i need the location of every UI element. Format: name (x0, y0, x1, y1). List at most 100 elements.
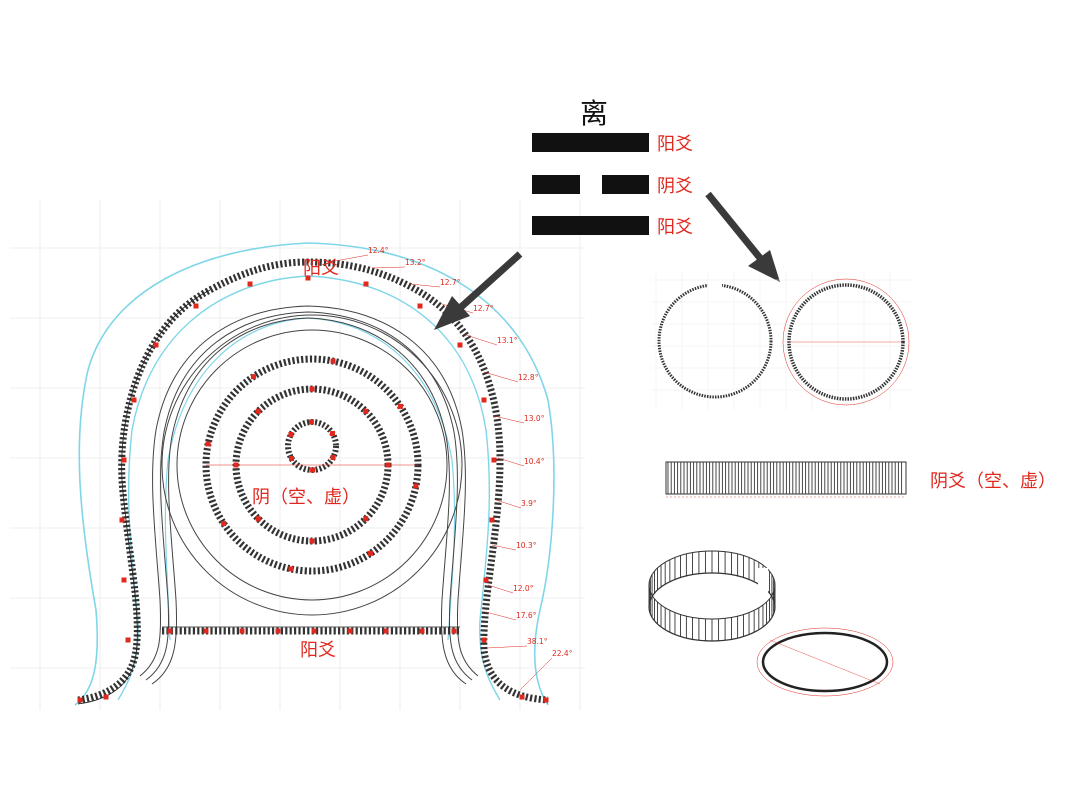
angle-label-8: 10.4° (524, 457, 545, 466)
pillar-marker (239, 628, 245, 634)
architectural-plan: 12.4°13.2°12.7°12.7°13.1°12.8°13.0°10.4°… (74, 242, 573, 706)
angle-leader (491, 544, 517, 551)
ring-plan-closed (782, 278, 910, 406)
angle-leader (465, 334, 498, 346)
pillar-marker (481, 397, 487, 403)
pillar-marker (233, 462, 239, 468)
pillar-marker (483, 577, 489, 583)
pillar-marker (457, 342, 463, 348)
pillar-marker (77, 697, 83, 703)
pillar-marker (363, 408, 369, 414)
angle-label-5: 13.1° (497, 336, 518, 345)
pillar-marker (309, 386, 315, 392)
pillar-marker (305, 275, 311, 281)
ring-1-inner (176, 329, 448, 601)
pillar-marker (543, 697, 549, 703)
angle-labels: 12.4°13.2°12.7°12.7°13.1°12.8°13.0°10.4°… (368, 246, 573, 658)
pillar-marker (255, 408, 261, 414)
inner-wall-band-3 (151, 317, 467, 685)
angle-label-11: 12.0° (513, 584, 534, 593)
pillar-marker (121, 457, 127, 463)
inner-wall-band-1 (139, 305, 479, 677)
angle-leader (486, 645, 528, 649)
angle-leader (493, 415, 525, 424)
angle-leader (495, 499, 522, 509)
pillar-marker (417, 303, 423, 309)
pillar-marker (193, 303, 199, 309)
angle-leader (409, 283, 441, 288)
pillar-marker (397, 403, 403, 409)
pillar-marker (121, 577, 127, 583)
pillar-marker (385, 462, 391, 468)
arrow-to-plan (434, 251, 523, 330)
pillar-marker (119, 517, 125, 523)
angle-leader (487, 584, 514, 594)
pillar-marker (347, 628, 353, 634)
pillar-marker (247, 281, 253, 287)
angle-leader (329, 254, 369, 263)
angle-label-10: 10.3° (516, 541, 537, 550)
ring-core-segmented (285, 419, 339, 473)
pillar-marker (519, 694, 525, 700)
outer-cyan-contour (74, 242, 555, 706)
inner-label: 阴（空、虚） (252, 487, 360, 508)
yang-line-top (532, 133, 649, 152)
angle-label-14: 22.4° (552, 649, 573, 658)
pillar-marker (329, 431, 335, 437)
inner-wall-band-2 (145, 311, 473, 681)
angle-label-3: 12.7° (440, 278, 461, 287)
pillar-marker (125, 637, 131, 643)
angle-label-4: 12.7° (473, 304, 494, 313)
pillar-marker (330, 455, 336, 461)
angle-label-1: 12.4° (368, 246, 389, 255)
pillar-marker (221, 521, 227, 527)
pillar-marker (167, 628, 173, 634)
pillar-marker (413, 483, 419, 489)
angle-label-6: 12.8° (518, 373, 539, 382)
ring-3d-view (648, 550, 776, 642)
pillar-marker (489, 517, 495, 523)
angle-leader (483, 371, 519, 383)
pillar-marker (311, 628, 317, 634)
angle-label-9: 3.9° (521, 499, 537, 508)
ring-1-outer (161, 314, 463, 616)
yin-line-right (602, 175, 649, 194)
angle-label-13: 38.1° (527, 637, 548, 646)
pillar-marker (288, 431, 294, 437)
yang-line-bottom (532, 216, 649, 235)
ring-floor-ellipse (756, 627, 894, 697)
pillar-marker (203, 628, 209, 634)
pillar-marker (255, 516, 261, 522)
pillar-marker (205, 441, 211, 447)
pillar-marker (383, 628, 389, 634)
trigram-line-label-2: 阴爻 (657, 176, 693, 197)
trigram-line-label-3: 阳爻 (657, 217, 693, 238)
pillar-marker (309, 538, 315, 544)
outer-segmented-wall-edge (77, 289, 211, 705)
trigram-li: 离 阳爻 阴爻 阳爻 (532, 97, 693, 238)
pillar-marker (363, 516, 369, 522)
detail-grid (652, 272, 912, 410)
angle-label-7: 13.0° (524, 414, 545, 423)
pillar-marker (275, 628, 281, 634)
pillar-marker (363, 281, 369, 287)
arrow-to-rings (705, 191, 780, 282)
trigram-line-label-1: 阳爻 (657, 134, 693, 155)
pillar-marker (308, 419, 314, 425)
angle-leader-lines (329, 254, 553, 691)
unrolled-wall-elevation (665, 461, 907, 498)
outer-label: 阳爻 (303, 258, 339, 279)
pillar-markers (77, 275, 549, 703)
pillar-marker (153, 342, 159, 348)
pillar-marker (250, 374, 256, 380)
pillar-marker (419, 628, 425, 634)
pillar-marker (289, 455, 295, 461)
pillar-marker (451, 628, 457, 634)
ring-3d-ribs (648, 551, 776, 641)
pillar-marker (330, 358, 336, 364)
side-label: 阴爻（空、虚） (930, 471, 1056, 492)
angle-leader (519, 657, 553, 691)
pillar-marker (481, 637, 487, 643)
elevation-ribs (667, 462, 903, 494)
